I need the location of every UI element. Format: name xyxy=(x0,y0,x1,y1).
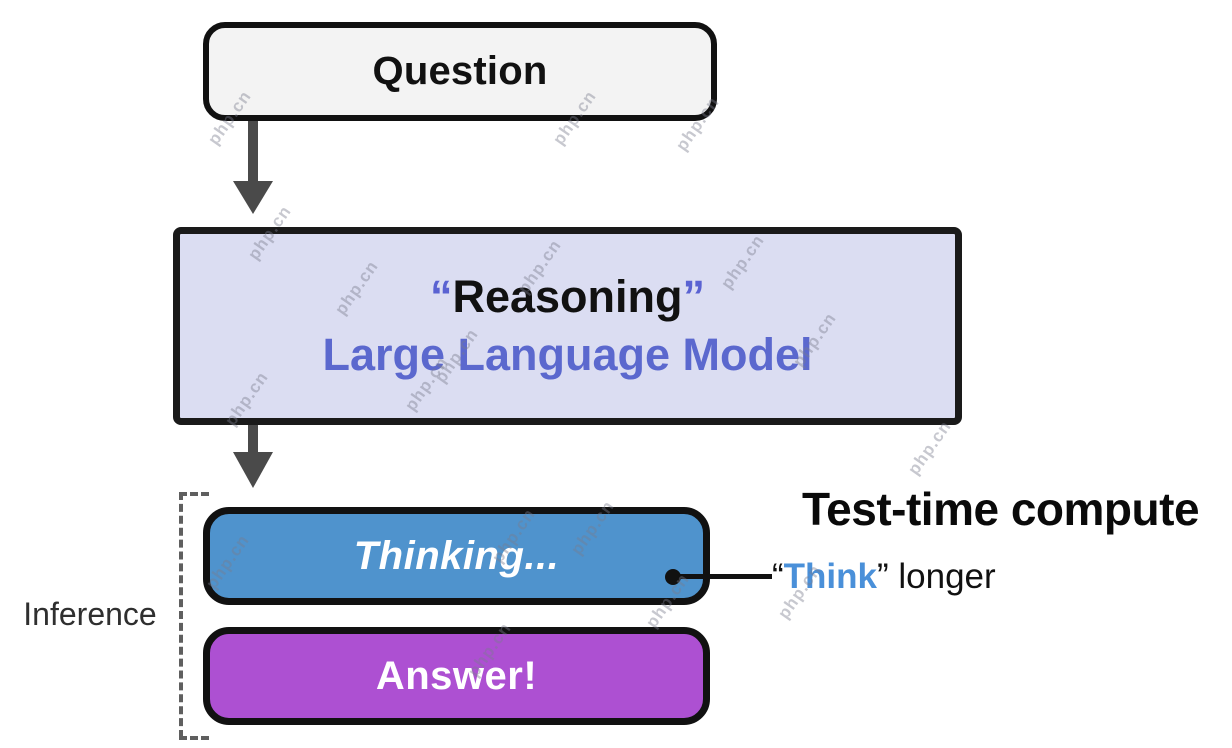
longer-text: longer xyxy=(888,557,996,596)
inference-bracket-tick-top xyxy=(179,492,209,496)
inference-bracket-line xyxy=(179,492,183,738)
llm-node: “Reasoning” Large Language Model xyxy=(173,227,962,425)
test-time-compute-heading: Test-time compute xyxy=(802,483,1200,535)
inference-label: Inference xyxy=(23,596,157,632)
answer-label: Answer! xyxy=(375,653,538,698)
arrow-down-icon xyxy=(233,121,273,214)
open-quote: “ xyxy=(772,557,784,596)
question-label: Question xyxy=(372,49,548,93)
arrow-down-icon xyxy=(233,425,273,488)
arrow-head xyxy=(233,181,273,214)
close-quote: ” xyxy=(682,271,706,323)
callout-connector-dot xyxy=(665,569,681,585)
inference-bracket-tick-bottom xyxy=(179,736,209,740)
callout-connector-line xyxy=(673,574,772,579)
llm-subtitle: Large Language Model xyxy=(322,329,813,380)
arrow-head xyxy=(233,452,273,488)
watermark-text: php.cn xyxy=(904,416,956,479)
close-quote: ” xyxy=(876,557,889,596)
llm-title-text: Reasoning xyxy=(452,271,683,323)
think-longer-label: “Think” longer xyxy=(772,557,996,597)
arrow-stem xyxy=(248,425,258,454)
thinking-label: Thinking... xyxy=(353,533,560,578)
answer-node: Answer! xyxy=(203,627,710,725)
thinking-node: Thinking... xyxy=(203,507,710,605)
llm-title: “Reasoning” xyxy=(430,268,705,326)
question-node: Question xyxy=(203,22,717,121)
arrow-stem xyxy=(248,121,258,183)
think-word: Think xyxy=(783,557,877,596)
open-quote: “ xyxy=(429,271,453,323)
